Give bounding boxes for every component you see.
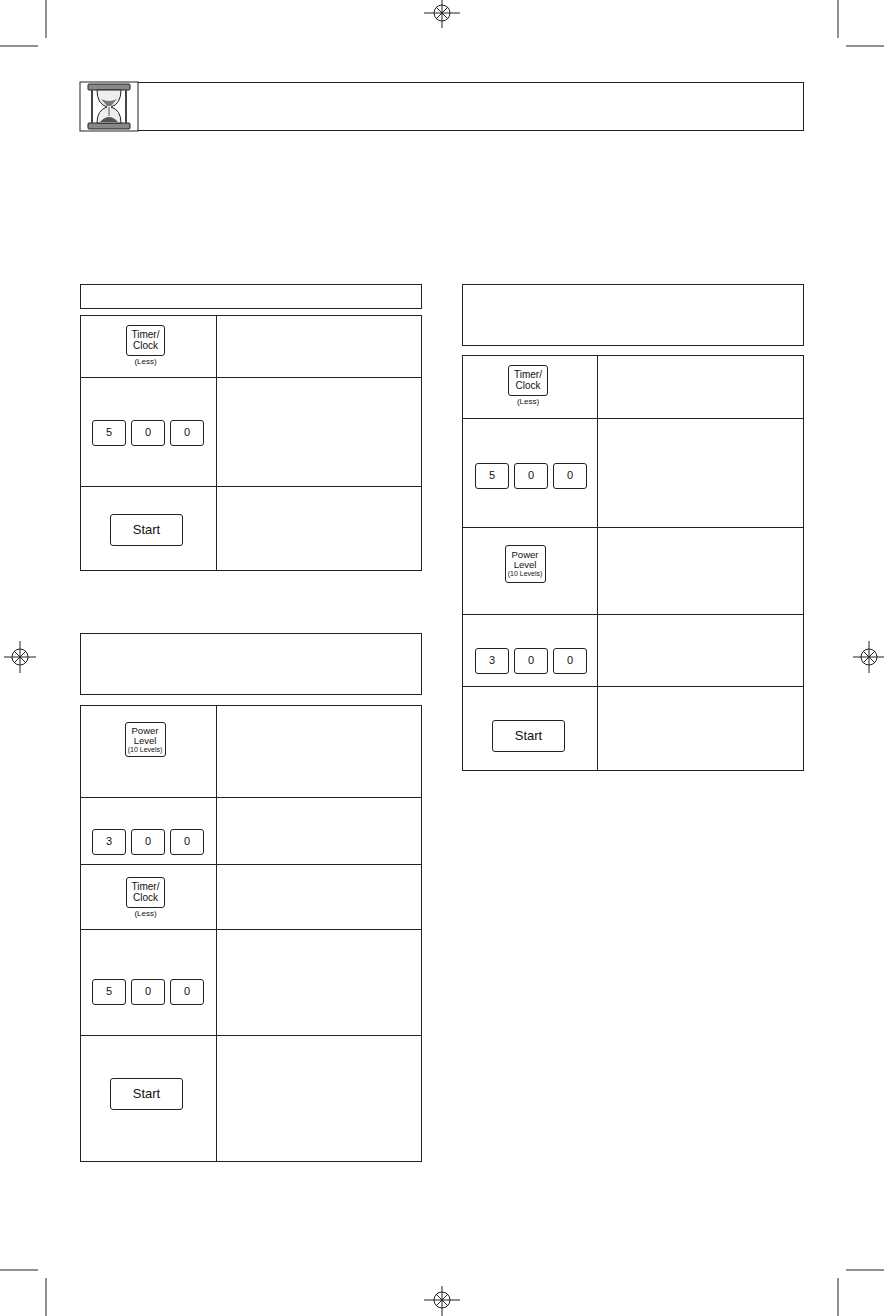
button-sublabel: (Less) [134, 910, 156, 918]
button-label: Timer/ Clock [127, 882, 164, 903]
button-label: Power Level [128, 726, 162, 746]
button-sublabel: (Less) [134, 358, 156, 366]
timer-clock-button: Timer/ Clock(Less) [126, 877, 165, 908]
timer-clock-button: Timer/ Clock(Less) [126, 325, 165, 356]
button-label: 0 [528, 655, 534, 667]
button-label: 0 [145, 986, 151, 998]
button-label: Start [133, 1087, 160, 1101]
button-label: Timer/ Clock [509, 370, 547, 391]
number-key: 5 [475, 463, 509, 489]
number-key: 0 [170, 979, 204, 1005]
number-key: 0 [170, 829, 204, 855]
button-sublabel: (10 Levels) [508, 570, 543, 577]
number-key: 3 [92, 829, 126, 855]
button-label: 0 [145, 427, 151, 439]
power-level-button: Power Level(10 Levels) [125, 722, 166, 757]
button-label: 0 [184, 836, 190, 848]
number-key: 5 [92, 979, 126, 1005]
start-button: Start [110, 1078, 183, 1110]
number-key: 5 [92, 420, 126, 446]
button-label: 5 [489, 470, 495, 482]
start-button: Start [110, 514, 183, 546]
number-key: 0 [131, 420, 165, 446]
button-sublabel: (10 Levels) [128, 746, 163, 753]
button-label: 3 [106, 836, 112, 848]
number-key: 0 [131, 979, 165, 1005]
button-label: 5 [106, 427, 112, 439]
timer-clock-button: Timer/ Clock(Less) [508, 365, 548, 396]
number-key: 0 [514, 648, 548, 674]
button-label: 0 [145, 836, 151, 848]
number-key: 0 [553, 463, 587, 489]
number-key: 0 [553, 648, 587, 674]
button-label: Start [133, 523, 160, 537]
hourglass-icon [80, 82, 138, 131]
button-label: 0 [528, 470, 534, 482]
button-label: 0 [567, 655, 573, 667]
button-label: 3 [489, 655, 495, 667]
button-label: 5 [106, 986, 112, 998]
button-label: 0 [184, 427, 190, 439]
start-button: Start [492, 720, 565, 752]
number-key: 0 [131, 829, 165, 855]
button-label: Timer/ Clock [127, 330, 164, 351]
button-sublabel: (Less) [517, 398, 539, 406]
button-label: Power Level [508, 550, 542, 570]
number-key: 0 [514, 463, 548, 489]
button-label: 0 [184, 986, 190, 998]
button-label: Start [515, 729, 542, 743]
button-label: 0 [567, 470, 573, 482]
number-key: 3 [475, 648, 509, 674]
number-key: 0 [170, 420, 204, 446]
power-level-button: Power Level(10 Levels) [505, 545, 546, 583]
